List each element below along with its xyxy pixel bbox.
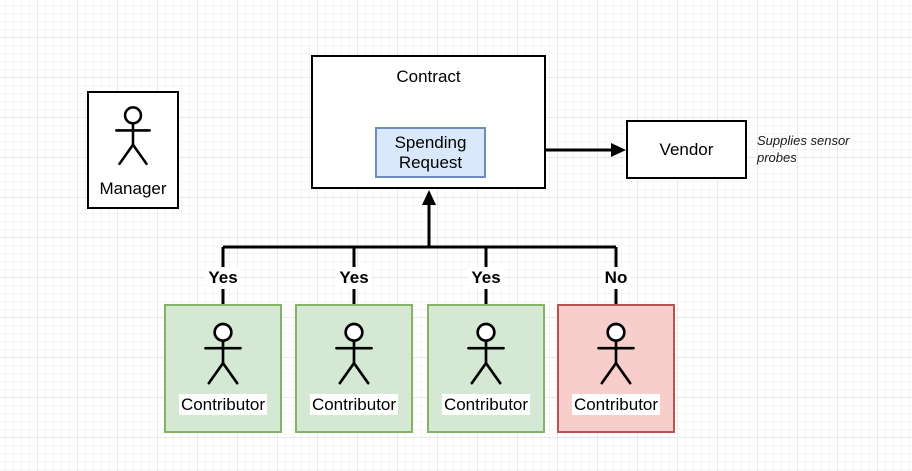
contributor-node[interactable]: Contributor (557, 304, 675, 433)
manager-label: Manager (99, 179, 167, 198)
contributor-label: Contributor (571, 394, 661, 415)
edge-contributors-to-spending-request[interactable] (221, 190, 618, 304)
contract-node[interactable]: Contract Spending Request (311, 55, 546, 189)
vendor-node[interactable]: Vendor (626, 120, 747, 179)
person-icon (115, 106, 151, 166)
contributor-node[interactable]: Contributor (164, 304, 282, 433)
contributor-label: Contributor (441, 394, 531, 415)
decision-label: Yes (468, 267, 504, 289)
contributor-label: Contributor (309, 394, 399, 415)
vendor-note[interactable]: Supplies sensor probes (757, 133, 850, 165)
decision-label: Yes (205, 267, 241, 289)
contributor-node[interactable]: Contributor (295, 304, 413, 433)
spending-request-node[interactable]: Spending Request (375, 127, 486, 178)
person-icon (597, 322, 635, 385)
contributor-label: Contributor (178, 394, 268, 415)
contributor-node[interactable]: Contributor (427, 304, 545, 433)
vendor-label: Vendor (659, 139, 714, 159)
spending-request-label: Spending Request (394, 132, 467, 172)
manager-node[interactable]: Manager (87, 91, 179, 209)
person-icon (204, 322, 242, 385)
decision-label: No (601, 267, 631, 289)
person-icon (335, 322, 373, 385)
person-icon (467, 322, 505, 385)
contract-title: Contract (396, 67, 461, 86)
decision-label: Yes (336, 267, 372, 289)
